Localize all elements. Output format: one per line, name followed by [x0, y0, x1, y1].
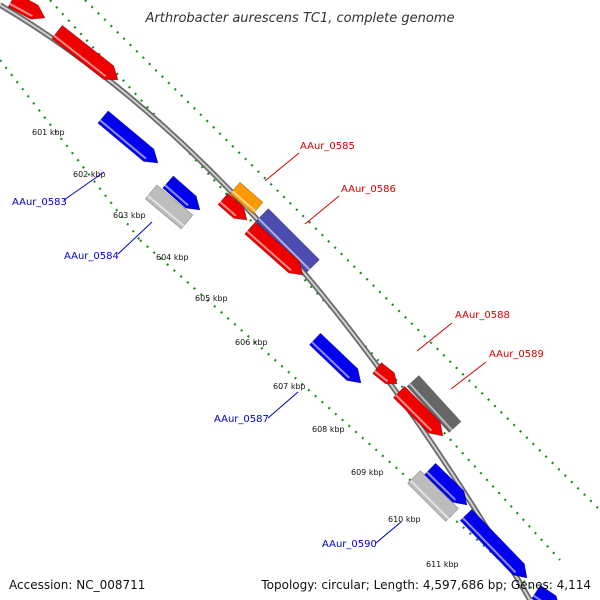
gene-label-leader — [375, 521, 402, 544]
gene-arrow-17[interactable] — [531, 584, 560, 600]
gene-arrow-14[interactable] — [423, 462, 468, 506]
gene-label-text[interactable]: AAur_0584 — [64, 251, 119, 262]
gene-label-AAur_0585[interactable]: AAur_0585 — [264, 141, 355, 182]
gene-label-AAur_0586[interactable]: AAur_0586 — [304, 184, 396, 225]
gene-label-text[interactable]: AAur_0589 — [489, 349, 544, 360]
gene-label-text[interactable]: AAur_0586 — [341, 184, 396, 195]
ruler-line-3 — [84, 0, 600, 511]
kbp-tick-label: 601 kbp — [32, 128, 65, 137]
gene-label-AAur_0588[interactable]: AAur_0588 — [416, 310, 510, 352]
gene-label-leader — [450, 361, 487, 390]
gene-arrow-15[interactable] — [407, 470, 459, 522]
gene-arrow-9[interactable] — [244, 221, 304, 276]
gene-arrow-2[interactable] — [51, 24, 119, 81]
gene-label-leader — [63, 171, 105, 201]
accession-label: Accession: NC_008711 — [9, 578, 146, 592]
kbp-tick-label: 603 kbp — [113, 211, 146, 220]
gene-label-AAur_0584[interactable]: AAur_0584 — [64, 221, 153, 262]
kbp-tick-label: 609 kbp — [351, 468, 384, 477]
gene-arrow-5[interactable] — [144, 184, 194, 230]
kbp-tick-label: 605 kbp — [195, 294, 228, 303]
gene-label-leader — [304, 195, 340, 225]
ruler-line-1 — [0, 59, 141, 241]
kbp-tick-label: 604 kbp — [156, 253, 189, 262]
kbp-tick-label: 608 kbp — [312, 425, 345, 434]
gene-arrow-10[interactable] — [309, 332, 362, 384]
gene-label-text[interactable]: AAur_0585 — [300, 141, 355, 152]
ruler-line-4 — [139, 239, 546, 600]
gene-label-leader — [264, 152, 300, 182]
gene-features — [7, 0, 560, 600]
gene-label-text[interactable]: AAur_0583 — [12, 197, 67, 208]
gene-label-AAur_0589[interactable]: AAur_0589 — [450, 349, 544, 390]
kbp-tick-label: 611 kbp — [426, 560, 459, 569]
gene-label-AAur_0590[interactable]: AAur_0590 — [322, 521, 402, 550]
topology-label: Topology: circular; Length: 4,597,686 bp… — [261, 578, 591, 592]
gene-arrow-3[interactable] — [97, 110, 159, 164]
kbp-tick-label: 610 kbp — [388, 515, 421, 524]
ruler-line-2 — [49, 0, 561, 561]
kbp-tick-label: 602 kbp — [73, 170, 106, 179]
gene-label-leader — [267, 391, 299, 419]
map-title: Arthrobacter aurescens TC1, complete gen… — [145, 11, 455, 26]
gene-arrow-6[interactable] — [229, 181, 264, 215]
gene-arrow-11[interactable] — [372, 362, 398, 385]
gene-arrow-16[interactable] — [459, 509, 528, 579]
gene-label-text[interactable]: AAur_0590 — [322, 539, 377, 550]
gene-label-text[interactable]: AAur_0588 — [455, 310, 510, 321]
gene-arrow-1[interactable] — [7, 0, 46, 20]
kbp-tick-labels: 601 kbp 602 kbp 603 kbp 604 kbp 605 kbp 606 k… — [32, 128, 459, 569]
kbp-tick-label: 607 kbp — [273, 382, 306, 391]
gene-arrow-13[interactable] — [392, 385, 444, 437]
gene-label-AAur_0583[interactable]: AAur_0583 — [12, 171, 105, 208]
gene-label-text[interactable]: AAur_0587 — [214, 414, 269, 425]
gene-arrow-7[interactable] — [217, 192, 248, 221]
gene-label-leader — [117, 221, 153, 255]
gene-arrow-4[interactable] — [162, 175, 201, 211]
gene-label-leader — [416, 322, 453, 352]
gene-label-AAur_0587[interactable]: AAur_0587 — [214, 391, 299, 425]
kbp-tick-label: 606 kbp — [235, 338, 268, 347]
